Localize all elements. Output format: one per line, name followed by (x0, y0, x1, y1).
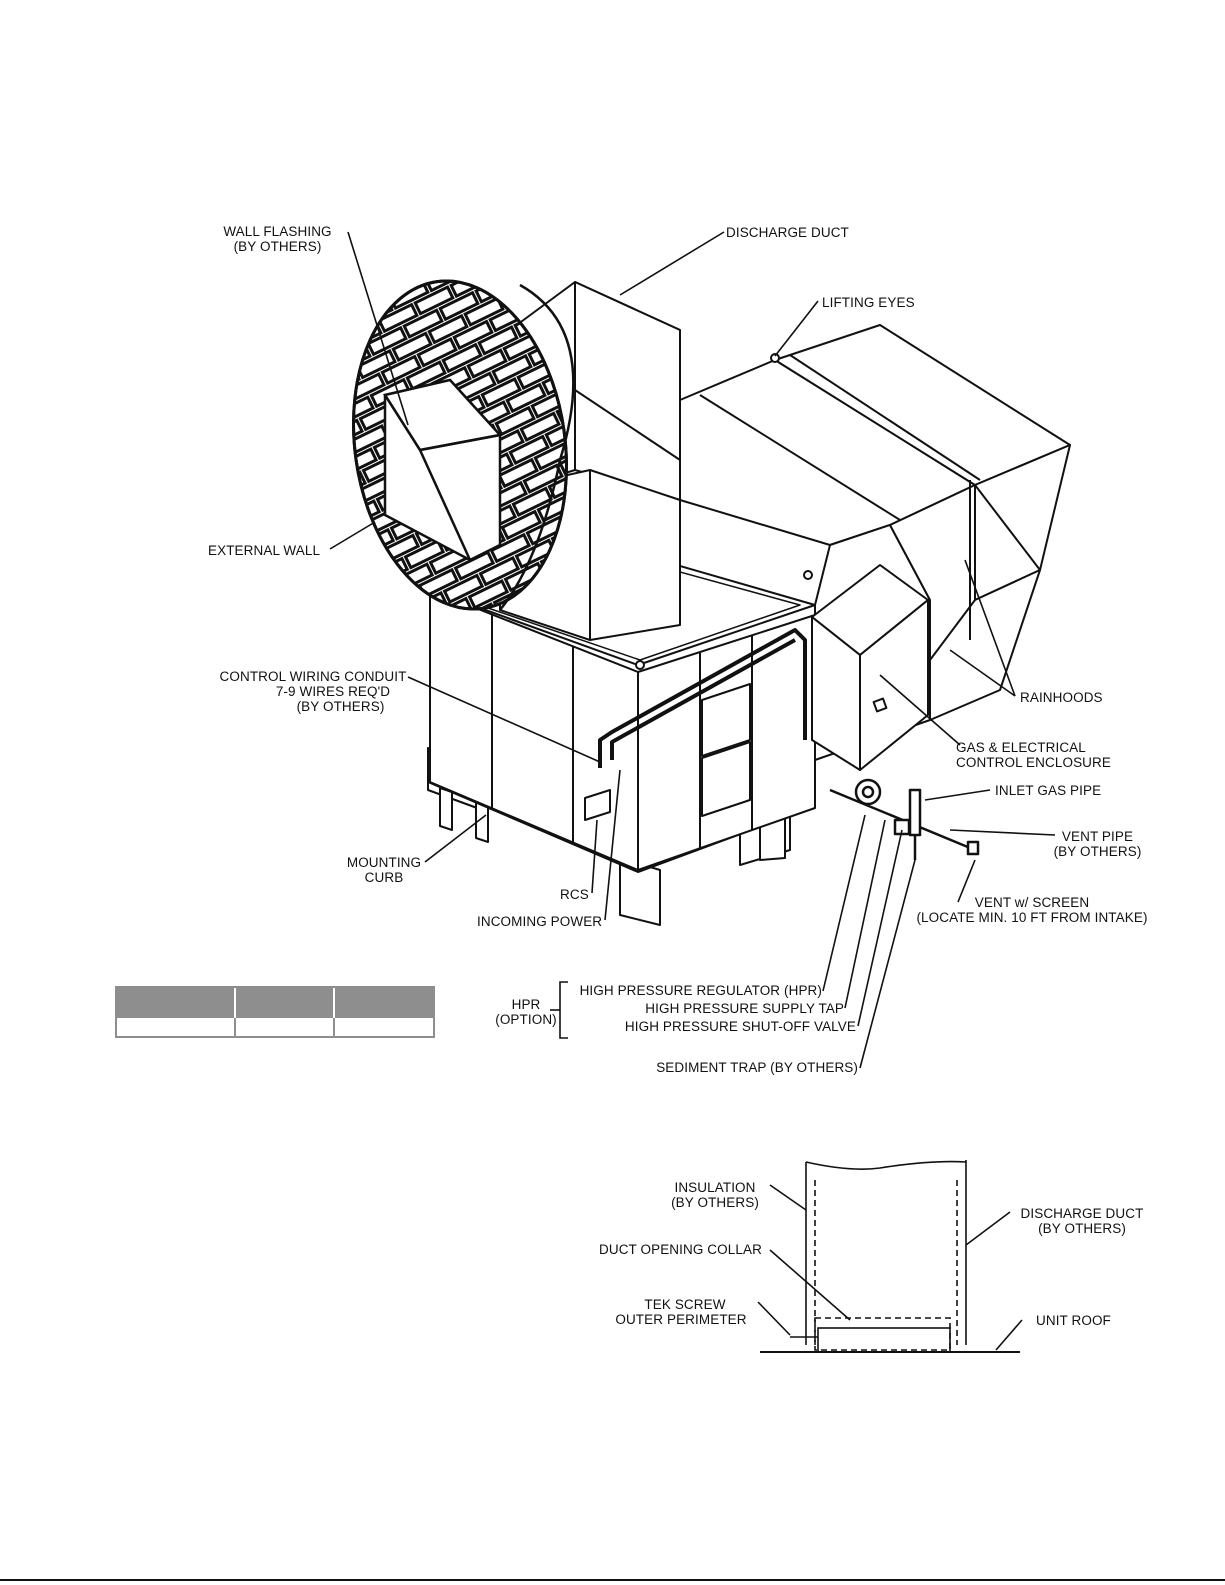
label-unit-roof: UNIT ROOF (1036, 1313, 1111, 1328)
label-rcs: RCS (560, 887, 589, 902)
label-vent-screen: VENT w/ SCREEN(LOCATE MIN. 10 FT FROM IN… (916, 895, 1148, 925)
label-external-wall: EXTERNAL WALL (208, 543, 321, 558)
page-bottom-rule (0, 1579, 1225, 1581)
label-duct-opening-collar: DUCT OPENING COLLAR (599, 1242, 762, 1257)
label-detail-discharge-duct: DISCHARGE DUCT(BY OTHERS) (1020, 1206, 1144, 1236)
label-incoming-power: INCOMING POWER (477, 914, 603, 929)
wall-flashing (382, 378, 503, 562)
control-wiring-conduit (598, 628, 807, 768)
external-wall (352, 279, 575, 611)
label-sediment-trap: SEDIMENT TRAP (BY OTHERS) (656, 1060, 858, 1075)
gas-electrical-enclosure (811, 564, 929, 771)
label-hpr-supply-tap: HIGH PRESSURE SUPPLY TAP (645, 1001, 844, 1016)
label-wall-flashing: WALL FLASHING(BY OTHERS) (223, 224, 332, 254)
label-inlet-gas-pipe: INLET GAS PIPE (995, 783, 1102, 798)
gas-piping (829, 778, 980, 860)
table-header-cell (117, 988, 236, 1018)
label-hpr-shutoff: HIGH PRESSURE SHUT-OFF VALVE (624, 1019, 856, 1034)
table-cell (117, 1018, 236, 1038)
table-cell (236, 1018, 335, 1038)
empty-table (115, 986, 435, 1038)
label-discharge-duct: DISCHARGE DUCT (726, 225, 849, 240)
duct-detail (757, 1160, 1023, 1353)
label-rainhoods: RAINHOODS (1020, 690, 1103, 705)
table-header-cell (236, 988, 335, 1018)
label-insulation: INSULATION(BY OTHERS) (671, 1180, 759, 1210)
label-control-wiring-conduit: CONTROL WIRING CONDUIT 7-9 WIRES REQ'D (… (219, 669, 407, 714)
label-hpr: HPR(OPTION) (495, 997, 557, 1027)
rcs-box (584, 789, 611, 821)
table-header (117, 988, 433, 1018)
label-vent-pipe: VENT PIPE(BY OTHERS) (1053, 829, 1142, 859)
leader-lines (329, 231, 1056, 1069)
label-lifting-eyes: LIFTING EYES (822, 295, 915, 310)
rainhoods (929, 444, 1071, 721)
lifting-eye-icon (770, 353, 780, 363)
label-hpr-regulator: HIGH PRESSURE REGULATOR (HPR) (579, 983, 822, 998)
